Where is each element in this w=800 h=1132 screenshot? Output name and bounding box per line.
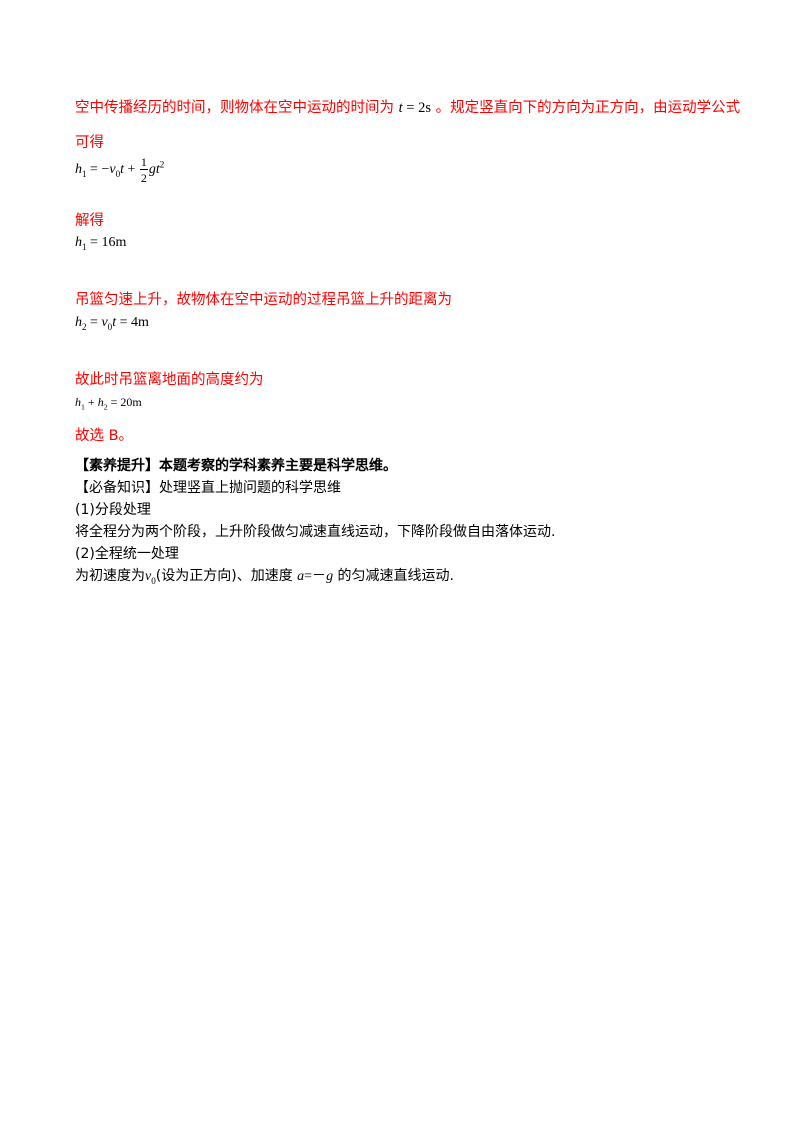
answer-line: 故选 B。 [75,428,134,444]
promo-title: 【素养提升】本题考察的学科素养主要是科学思维。 [75,458,397,474]
gt-term: gt [148,162,160,178]
equation-sum: h1 + h2 = 20m [75,395,142,412]
item1-text: 将全程分为两个阶段，上升阶段做匀减速直线运动，下降阶段做自由落体运动. [75,524,556,540]
item2-title: (2)全程统一处理 [75,546,179,562]
text-segment: 为初速度为 [75,568,145,584]
sum-value: = 20m [110,395,142,409]
frac-num: 1 [139,155,148,170]
item2-text: 为初速度为v0(设为正方向)、加速度 a=－g 的匀减速直线运动. [75,565,454,586]
var-g: g [326,569,334,584]
text-segment: 的匀减速直线运动. [337,568,454,584]
accel-expr: a=－g [297,569,333,584]
v0-symbol: v0 [145,569,156,586]
paragraph-time-cont: 可得 [75,135,104,151]
text-segment: 。规定竖直向下的方向为正方向，由运动学公式 [435,100,741,116]
plus-sign: + [87,395,95,409]
paragraph-height: 故此时吊篮离地面的高度约为 [75,372,264,388]
var-a: a [297,569,305,584]
time-value: = 2s [406,100,431,116]
time-equation: t = 2s [399,100,431,116]
paragraph-basket: 吊篮匀速上升，故物体在空中运动的过程吊篮上升的距离为 [75,292,452,308]
equation-h2: h2 = v0t = 4m [75,315,149,332]
result-value: = 16m [90,235,127,250]
frac-den: 2 [140,171,147,185]
eq-sign: = − [90,162,110,178]
paragraph-time: 空中传播经历的时间，则物体在空中运动的时间为 t = 2s 。规定竖直向下的方向… [75,96,740,117]
text-segment: 空中传播经历的时间，则物体在空中运动的时间为 [75,100,394,116]
plus-sign: + [127,162,136,178]
result-h1: h1 = 16m [75,235,127,252]
solve-label: 解得 [75,213,104,229]
var-t: t [398,100,403,116]
eq-sign: =－ [304,569,327,584]
text-segment: (设为正方向)、加速度 [155,568,293,584]
item1-title: (1)分段处理 [75,502,151,518]
knowledge-title: 【必备知识】处理竖直上抛问题的科学思维 [75,480,341,496]
eq2-value: = 4m [119,315,149,330]
